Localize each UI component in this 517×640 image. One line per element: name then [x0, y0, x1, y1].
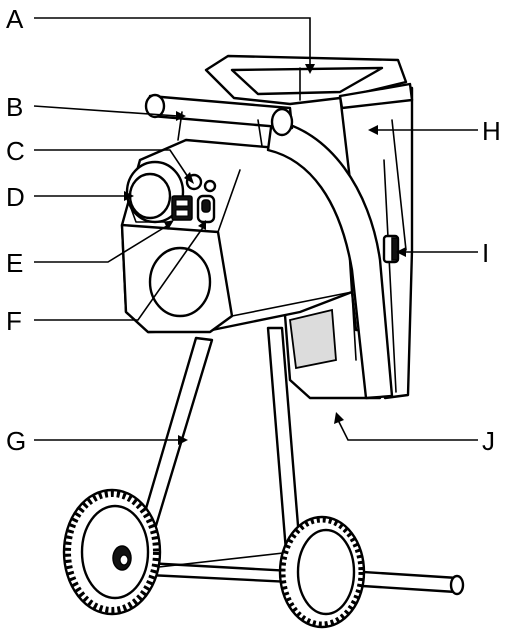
- leader-lines: [33, 17, 478, 445]
- handle: [144, 93, 294, 147]
- leader-j: [337, 419, 478, 441]
- callout-labels: A B C D E F G H I J: [6, 4, 501, 456]
- leader-a: [34, 17, 311, 66]
- leader-b: [33, 105, 179, 117]
- leader-c: [34, 149, 191, 181]
- reset-button: [196, 194, 216, 224]
- collection-box: [282, 290, 384, 400]
- callout-a: A: [6, 4, 24, 34]
- motor-knob: [125, 160, 185, 224]
- callout-c: C: [6, 136, 25, 166]
- callout-f: F: [6, 306, 22, 336]
- right-wheel: [278, 515, 366, 629]
- side-knob: [382, 234, 400, 264]
- leader-f: [34, 225, 205, 321]
- callout-i: I: [482, 238, 489, 268]
- callout-b: B: [6, 92, 23, 122]
- callout-d: D: [6, 182, 25, 212]
- hopper: [204, 54, 414, 110]
- callout-j: J: [482, 426, 495, 456]
- left-wheel: [62, 488, 162, 616]
- callout-g: G: [6, 426, 26, 456]
- switch: [171, 195, 193, 221]
- callout-h: H: [482, 116, 501, 146]
- callout-e: E: [6, 248, 23, 278]
- leader-e: [34, 223, 171, 263]
